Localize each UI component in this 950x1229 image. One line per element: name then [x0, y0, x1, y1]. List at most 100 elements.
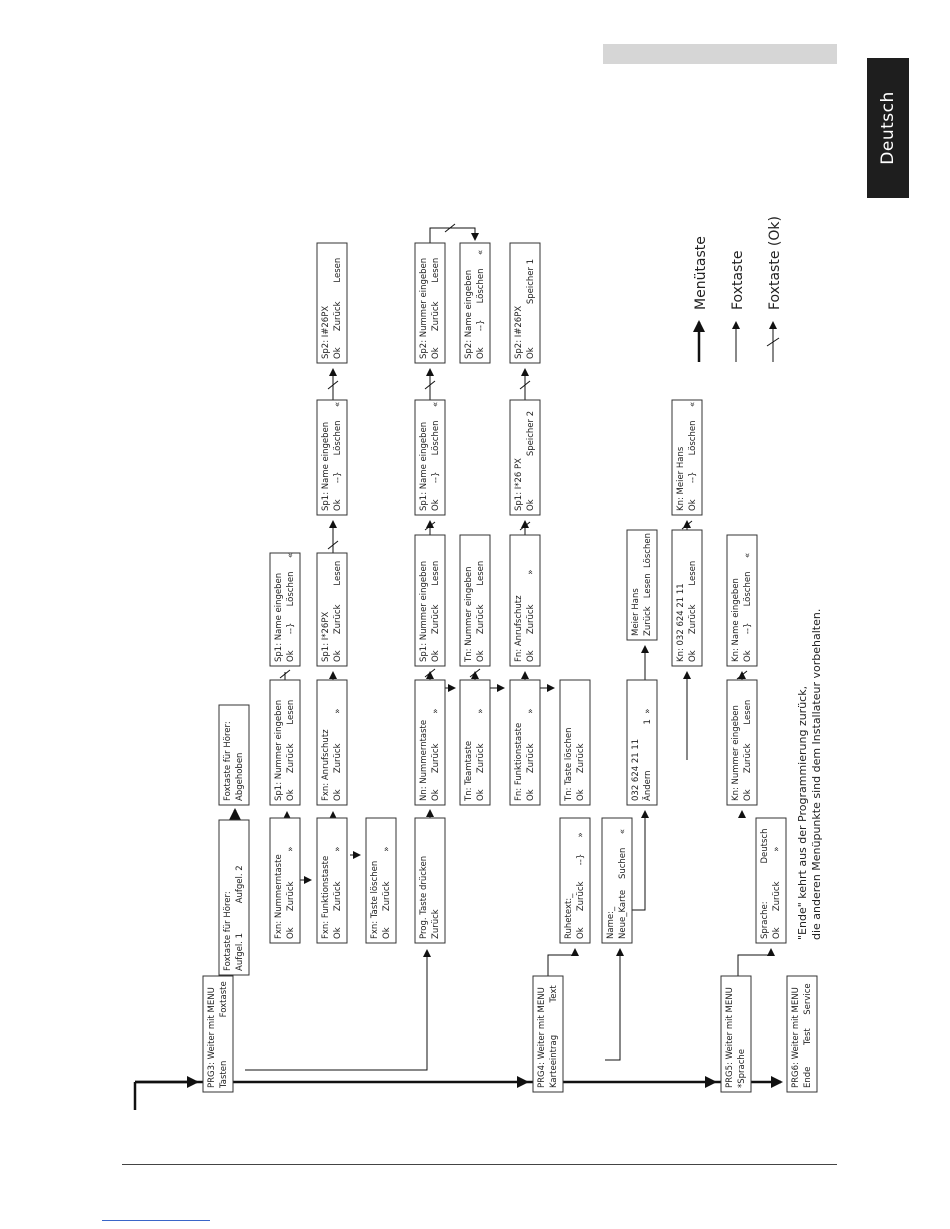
menu-box-line: Sp1: Nummer eingeben — [274, 700, 284, 801]
menu-box-line: Ändern 1 » — [642, 708, 653, 801]
menu-box-line: 032 624 21 11 — [631, 739, 641, 801]
menu-box-line: Sp1: Name eingeben — [321, 422, 331, 511]
menu-box-frame — [509, 679, 541, 806]
menu-box-line: Ok Zurück Lesen — [286, 700, 296, 801]
menu-box-line: Ruhetext:_ — [564, 893, 574, 939]
menu-box-line: Foxtaste für Hörer: — [223, 721, 233, 801]
menu-box-line: Ok Zurück » — [526, 570, 536, 662]
menu-box-frame — [559, 817, 591, 944]
menu-box-frame — [414, 399, 446, 516]
menu-box: Foxtaste für Hörer:Aufgel. 1 Aufgel. 2 — [218, 819, 250, 976]
menu-box-line: Ok Zurück Lesen — [333, 258, 343, 359]
menu-box-line: PRG5: Weiter mit MENU — [725, 987, 735, 1088]
menu-box-frame — [316, 399, 348, 516]
language-tab: Deutsch — [867, 58, 909, 198]
footnote-line-2: die anderen Menüpunkte sind dem Installa… — [810, 609, 823, 940]
menu-box-line: Ok Zurück Lesen — [431, 258, 441, 359]
menu-box-line: Kn: Nummer eingeben — [731, 705, 741, 801]
menu-box-frame — [726, 534, 758, 667]
menu-box-frame — [671, 529, 703, 667]
menu-box-line: Ok Zurück » — [431, 709, 441, 801]
menu-box-line: Ok Zurück » — [286, 847, 296, 939]
menu-box: Name:_Neue_Karte Suchen « — [601, 817, 633, 944]
footer-rule — [122, 1164, 837, 1165]
menu-box-frame — [626, 679, 658, 806]
menu-box-line: Fxn: Anrufschutz — [321, 729, 331, 801]
menu-box-frame — [509, 242, 541, 364]
footnote-line-1: "Ende" kehrt aus der Programmierung zurü… — [796, 686, 809, 940]
menu-box-frame — [218, 819, 250, 976]
menu-box-line: Ok Zurück Lesen — [688, 561, 698, 662]
connector — [736, 670, 748, 680]
menu-box-frame — [269, 552, 301, 667]
menu-box-line: Ok --} Löschen « — [688, 402, 698, 511]
menu-box-line: Ok Zurück Lesen — [476, 561, 486, 662]
menu-box-line: Fxn: Funktionstaste — [321, 856, 331, 939]
menu-box-frame — [459, 679, 491, 806]
menu-box-frame — [559, 679, 591, 806]
menu-box-frame — [414, 817, 446, 944]
menu-box-line: Nn: Nummerntaste — [419, 720, 429, 801]
menu-box-frame — [459, 242, 491, 364]
menu-box-frame — [509, 534, 541, 667]
menu-box-line: PRG4: Weiter mit MENU — [537, 987, 547, 1088]
connector — [519, 380, 531, 390]
menu-box-frame — [218, 704, 250, 806]
menu-box-line: *Sprache — [737, 1049, 747, 1088]
menu-box-line: Sp2: Name eingeben — [464, 270, 474, 359]
menu-box-line: Tn: Nummer eingeben — [464, 567, 474, 664]
menu-box-line: Ok Zurück --} » — [576, 832, 586, 939]
menu-box-frame — [720, 975, 752, 1093]
menu-box-line: Fn: Anrufschutz — [514, 595, 524, 662]
menu-box-line: Ok Zurück Lesen — [431, 561, 441, 662]
menu-box-line: Tn: Teamtaste — [464, 741, 474, 802]
menu-box-line: Kn: Name eingeben — [731, 578, 741, 662]
menu-box-frame — [459, 534, 491, 667]
menu-box-line: Ok Zurück » — [382, 847, 392, 939]
menu-box-line: Sp2: I#26PX — [321, 306, 331, 359]
connector — [424, 380, 436, 390]
menu-box-line: Ok Zurück » — [333, 847, 343, 939]
connector — [429, 227, 479, 243]
connector — [444, 223, 456, 233]
menu-box-line: Ok Zurück — [576, 743, 586, 801]
menu-box-line: Sp2: Nummer eingeben — [419, 258, 429, 359]
menu-box-line: Tn: Taste löschen — [564, 728, 574, 803]
connector — [469, 668, 481, 678]
menu-box-line: Ok --} Löschen « — [286, 553, 296, 662]
menu-box-line: Sprache: Deutsch — [760, 829, 770, 939]
menu-box-line: PRG6: Weiter mit MENU — [791, 987, 801, 1088]
menu-box-line: Neue_Karte Suchen « — [618, 829, 628, 939]
menu-box-frame — [726, 679, 758, 806]
menu-box-line: Ok --} Löschen « — [476, 250, 486, 359]
header-bar — [603, 44, 837, 64]
menu-box-line: Abgehoben — [235, 753, 245, 801]
menu-box-line: Ok Zurück » — [772, 847, 782, 939]
menu-box-line: Sp1: Nummer eingeben — [419, 561, 429, 662]
connector — [605, 948, 624, 1061]
menu-box-line: Zurück — [431, 909, 441, 939]
legend-foxok-label: Foxtaste (Ok) — [767, 216, 783, 310]
menu-box-line: Sp1: I*26PX — [321, 612, 331, 662]
menu-box-line: Tasten Foxtaste — [219, 981, 229, 1089]
connector — [424, 521, 436, 531]
menu-box-frame — [414, 242, 446, 364]
